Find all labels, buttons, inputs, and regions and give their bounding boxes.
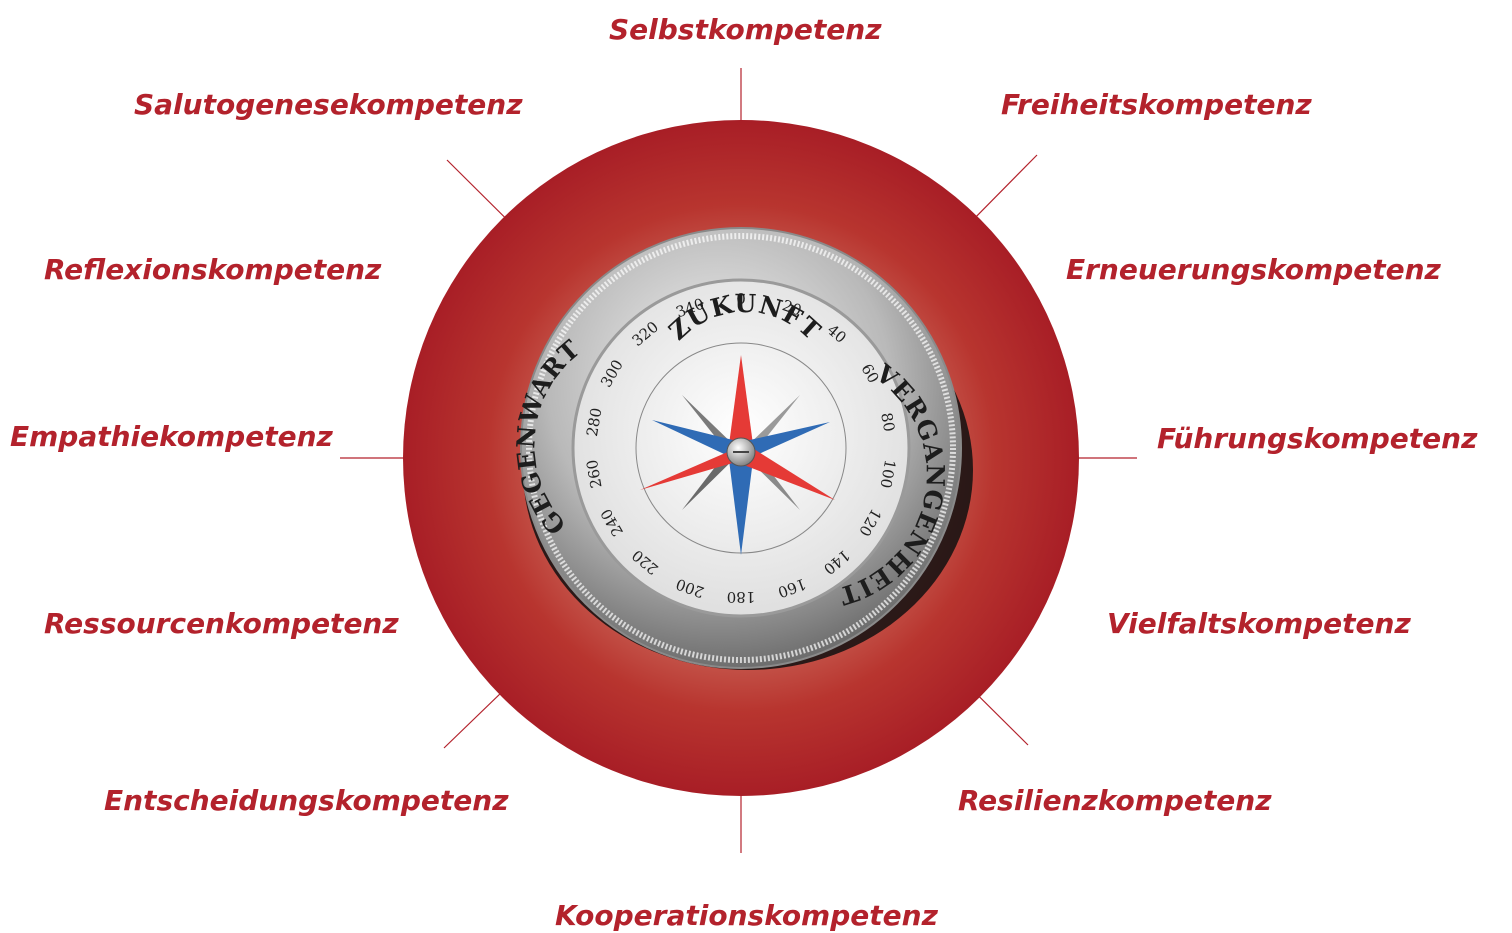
label-empathiekompetenz: Empathiekompetenz — [10, 420, 333, 454]
label-salutogenesekompetenz: Salutogenesekompetenz — [134, 88, 523, 122]
label-fuehrungskompetenz: Führungskompetenz — [1157, 422, 1477, 456]
label-entscheidungskompetenz: Entscheidungskompetenz — [104, 784, 509, 818]
degree-label-180: 180 — [727, 588, 756, 606]
label-resilienzkompetenz: Resilienzkompetenz — [958, 784, 1272, 818]
label-vielfaltskompetenz: Vielfaltskompetenz — [1107, 607, 1411, 641]
label-selbstkompetenz: Selbstkompetenz — [609, 13, 882, 47]
label-ressourcenkompetenz: Ressourcenkompetenz — [44, 607, 399, 641]
label-reflexionskompetenz: Reflexionskompetenz — [44, 253, 381, 287]
label-erneuerungskompetenz: Erneuerungskompetenz — [1066, 253, 1441, 287]
degree-label-80: 80 — [877, 411, 898, 433]
label-kooperationskompetenz: Kooperationskompetenz — [555, 899, 938, 933]
label-freiheitskompetenz: Freiheitskompetenz — [1001, 88, 1312, 122]
